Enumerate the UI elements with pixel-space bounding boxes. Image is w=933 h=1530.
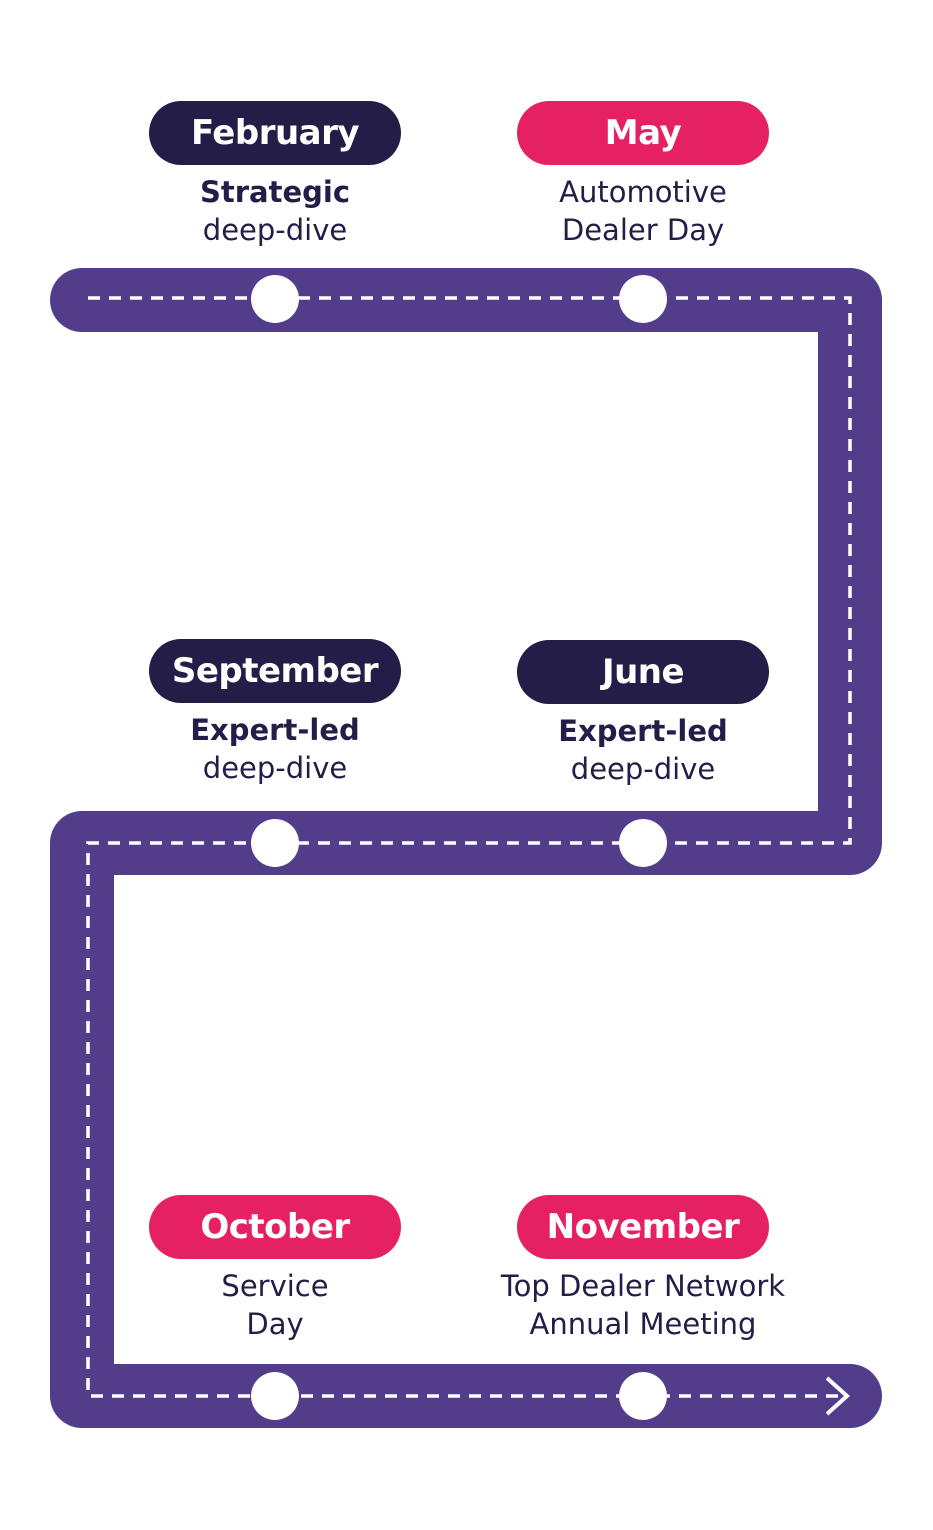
month-pill: October — [149, 1195, 401, 1259]
event-title: Expert-led — [190, 713, 360, 747]
month-pill: September — [149, 639, 401, 703]
month-pill: February — [149, 101, 401, 165]
month-pill: November — [517, 1195, 769, 1259]
event-title: Strategic — [199, 175, 351, 209]
event-title: Service — [221, 1269, 329, 1303]
event-june: June Expert-led deep-dive — [493, 640, 793, 788]
month-pill: June — [517, 640, 769, 704]
arrow-right-icon — [825, 1376, 850, 1416]
track-dashed-line — [86, 296, 852, 1398]
event-title: Expert-led — [558, 714, 728, 748]
event-subtitle: deep-dive — [570, 752, 716, 786]
milestone-marker-may — [619, 275, 667, 323]
milestone-marker-september — [251, 819, 299, 867]
event-subtitle: deep-dive — [202, 213, 348, 247]
milestone-marker-october — [251, 1372, 299, 1420]
event-subtitle: deep-dive — [202, 751, 348, 785]
event-september: September Expert-led deep-dive — [125, 639, 425, 787]
event-subtitle: Dealer Day — [561, 213, 725, 247]
event-february: February Strategic deep-dive — [125, 101, 425, 249]
milestone-marker-november — [619, 1372, 667, 1420]
event-title: Top Dealer Network — [500, 1269, 786, 1303]
milestone-marker-june — [619, 819, 667, 867]
event-subtitle: Annual Meeting — [529, 1307, 757, 1341]
event-title: Automotive — [559, 175, 727, 209]
event-subtitle: Day — [246, 1307, 304, 1341]
month-pill: May — [517, 101, 769, 165]
milestone-marker-february — [251, 275, 299, 323]
milestone-markers — [251, 275, 667, 1420]
